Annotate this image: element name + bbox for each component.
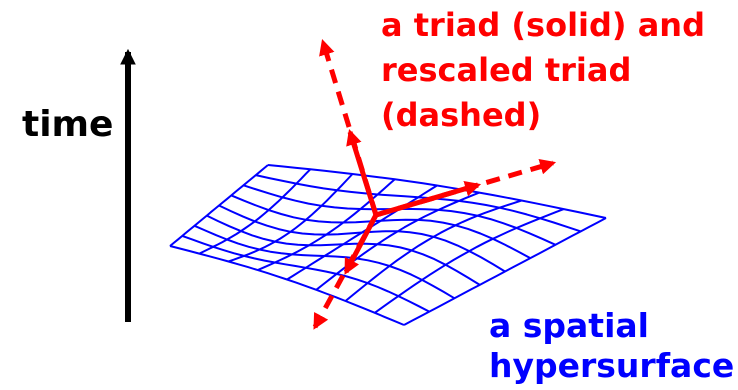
spatial-hypersurface-grid — [169, 164, 607, 326]
grid-line — [315, 191, 480, 291]
triad-vector-up — [346, 128, 379, 216]
grid-line — [255, 174, 582, 233]
triad-vector-down — [343, 213, 379, 275]
hypersurface-caption: a spatial hypersurface — [489, 306, 734, 386]
grid-line — [243, 184, 556, 246]
triad-caption-line-1: a triad (solid) and — [381, 6, 705, 44]
grid-line — [286, 184, 438, 281]
grid-line — [230, 194, 531, 259]
grid-line — [374, 208, 565, 314]
grid-line — [198, 168, 312, 255]
triad-caption-line-3: (dashed) — [381, 96, 542, 134]
grid-line — [403, 217, 607, 326]
time-axis-label: time — [22, 104, 114, 145]
hypersurface-caption-line-1: a spatial — [489, 306, 649, 345]
triad-vector-right — [375, 180, 482, 218]
grid-line — [267, 164, 607, 219]
triad-solid — [343, 128, 482, 275]
triad-caption-line-2: rescaled triad — [381, 51, 632, 89]
grid-line — [344, 199, 522, 302]
hypersurface-caption-line-2: hypersurface — [489, 346, 735, 385]
triad-caption: a triad (solid) and rescaled triad (dash… — [381, 3, 705, 138]
